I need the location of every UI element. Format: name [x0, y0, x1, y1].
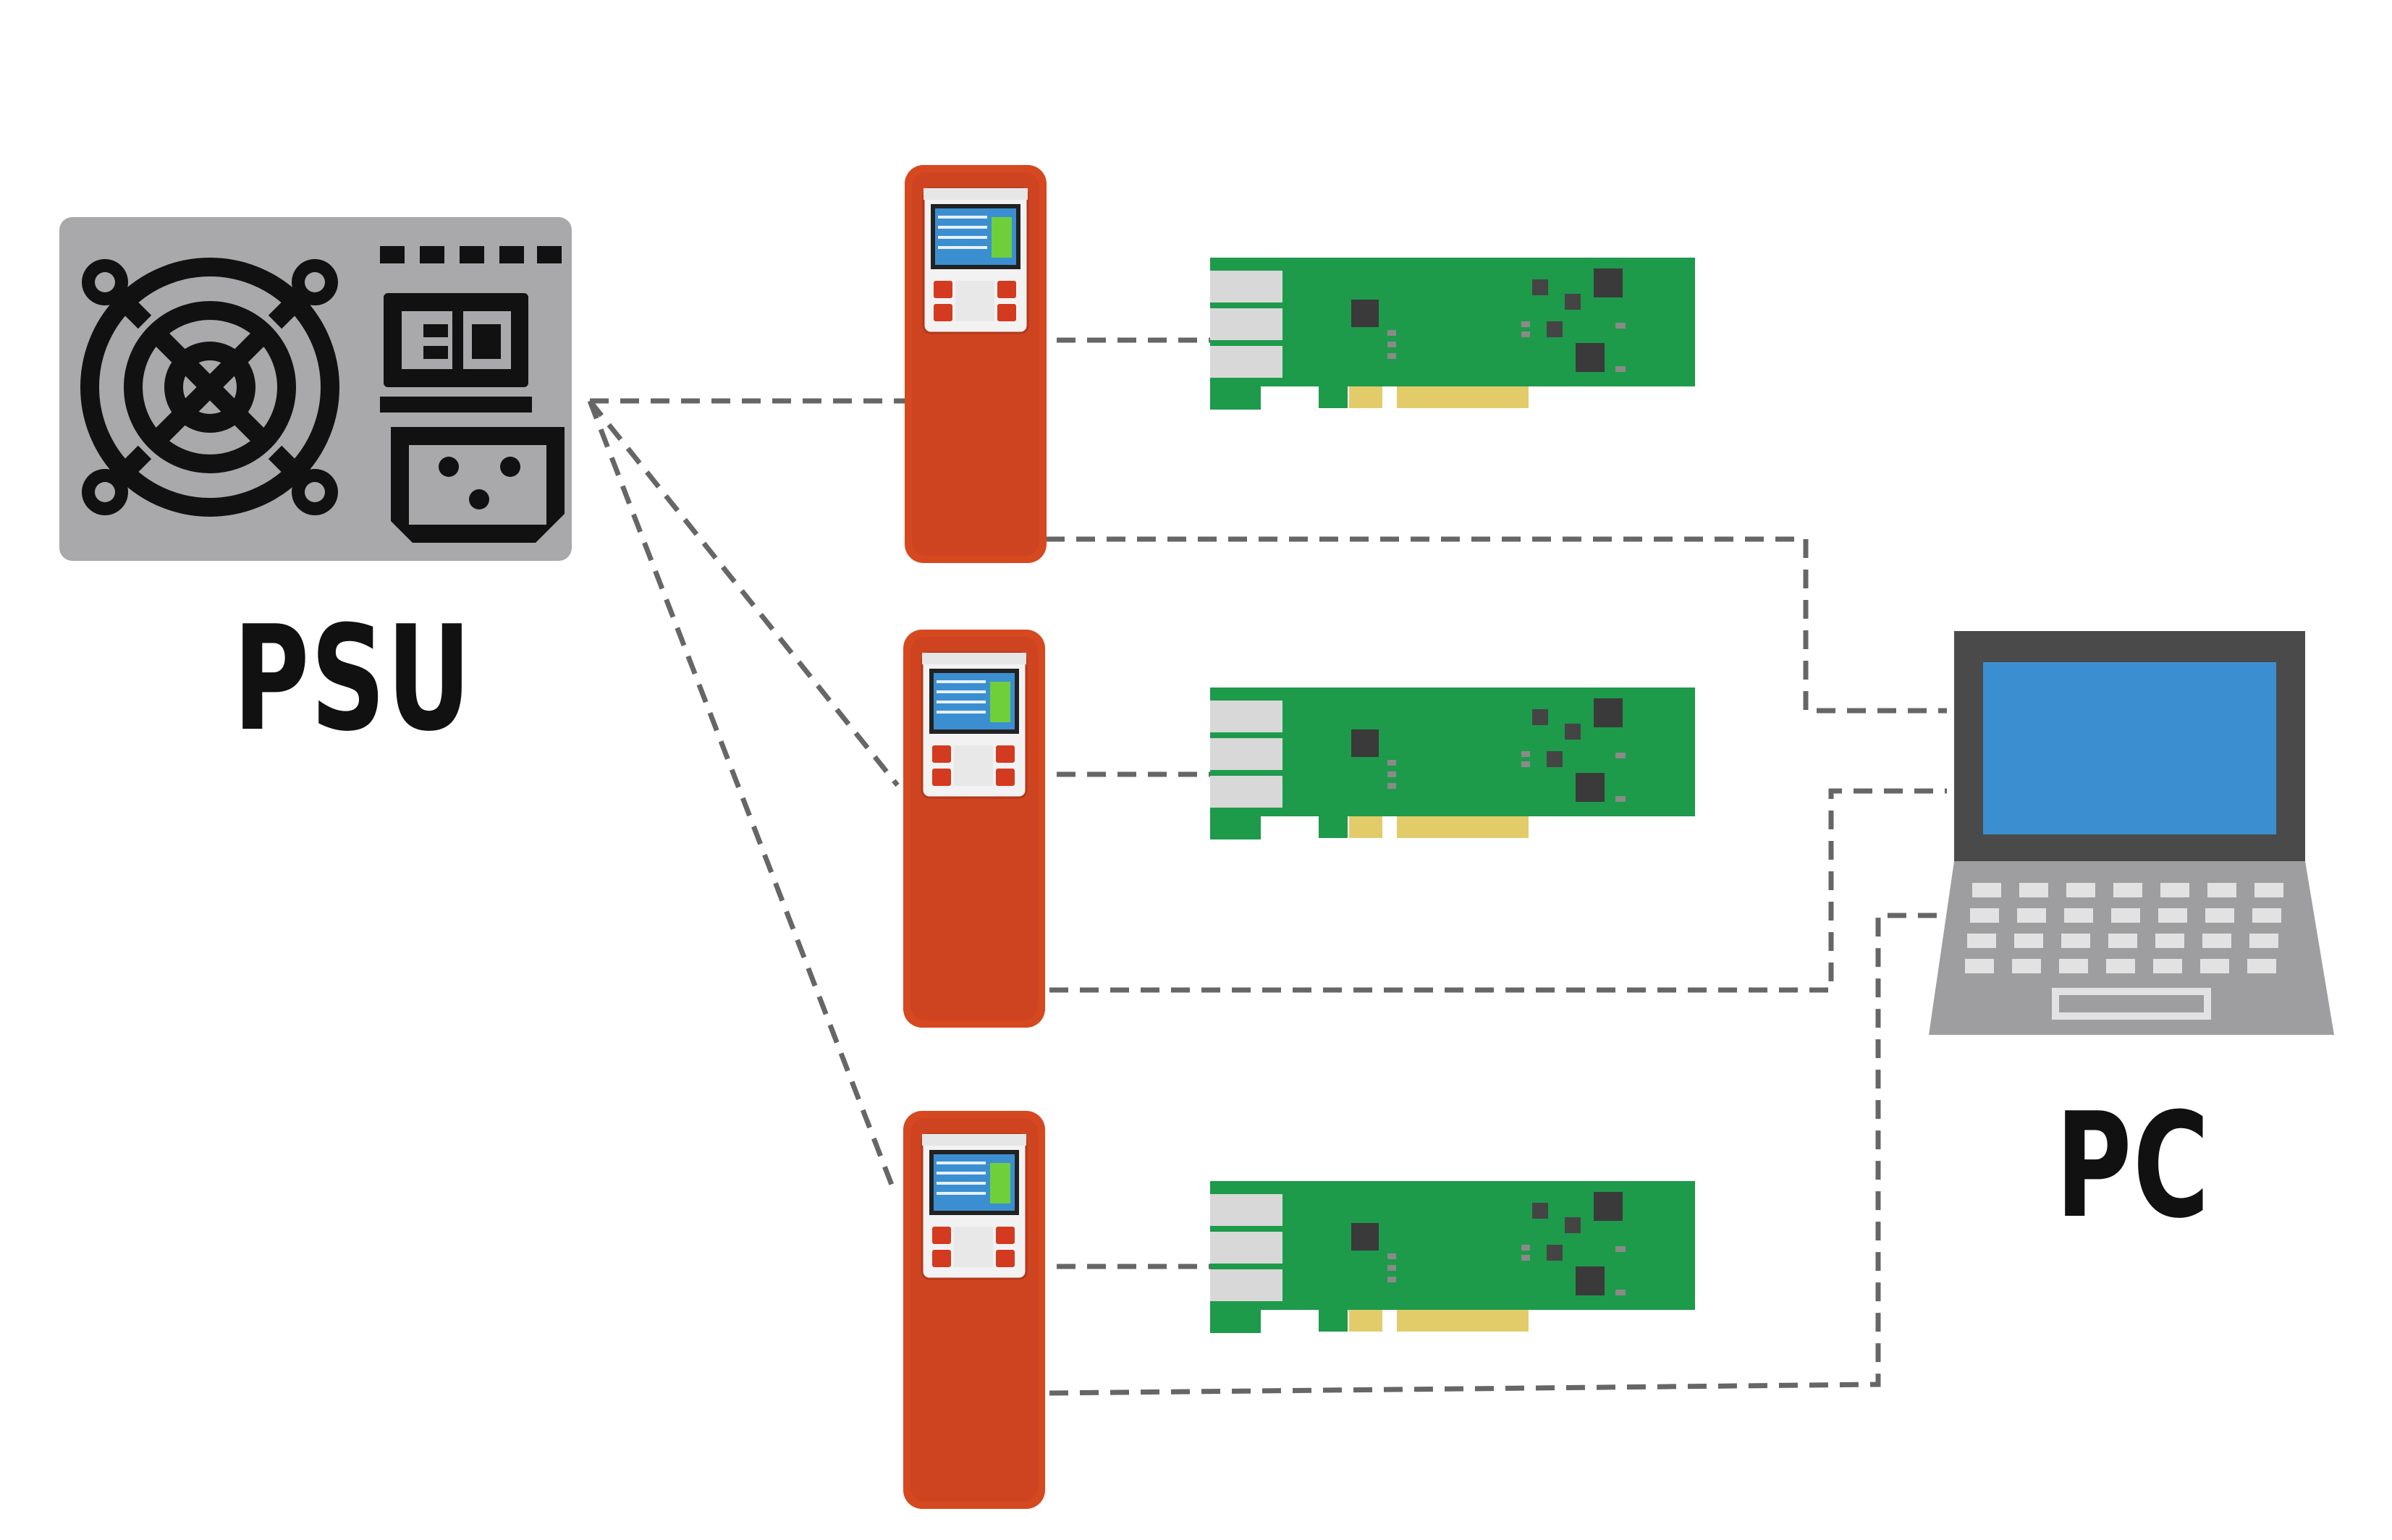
laptop-keyboard — [1965, 883, 2283, 973]
pcie-card-1-icon — [1210, 258, 1695, 410]
connection-lines — [587, 337, 1947, 1396]
power-meter-2-icon — [902, 628, 1047, 1029]
line-psu-meter-2 — [588, 399, 900, 787]
line-meter-2-pc — [1049, 788, 1947, 993]
laptop-icon — [1929, 631, 2334, 1035]
pcie-card-3-icon — [1210, 1181, 1695, 1333]
line-psu-meter-3 — [587, 399, 897, 1192]
line-meter-1-pc — [1046, 536, 1947, 714]
power-meter-3-icon — [902, 1109, 1047, 1510]
pcie-card-2-icon — [1210, 688, 1695, 839]
psu-icon — [59, 217, 572, 561]
psu-label: PSU — [233, 595, 473, 763]
power-meter-1-icon — [903, 164, 1048, 564]
pc-label: PC — [2055, 1082, 2211, 1251]
